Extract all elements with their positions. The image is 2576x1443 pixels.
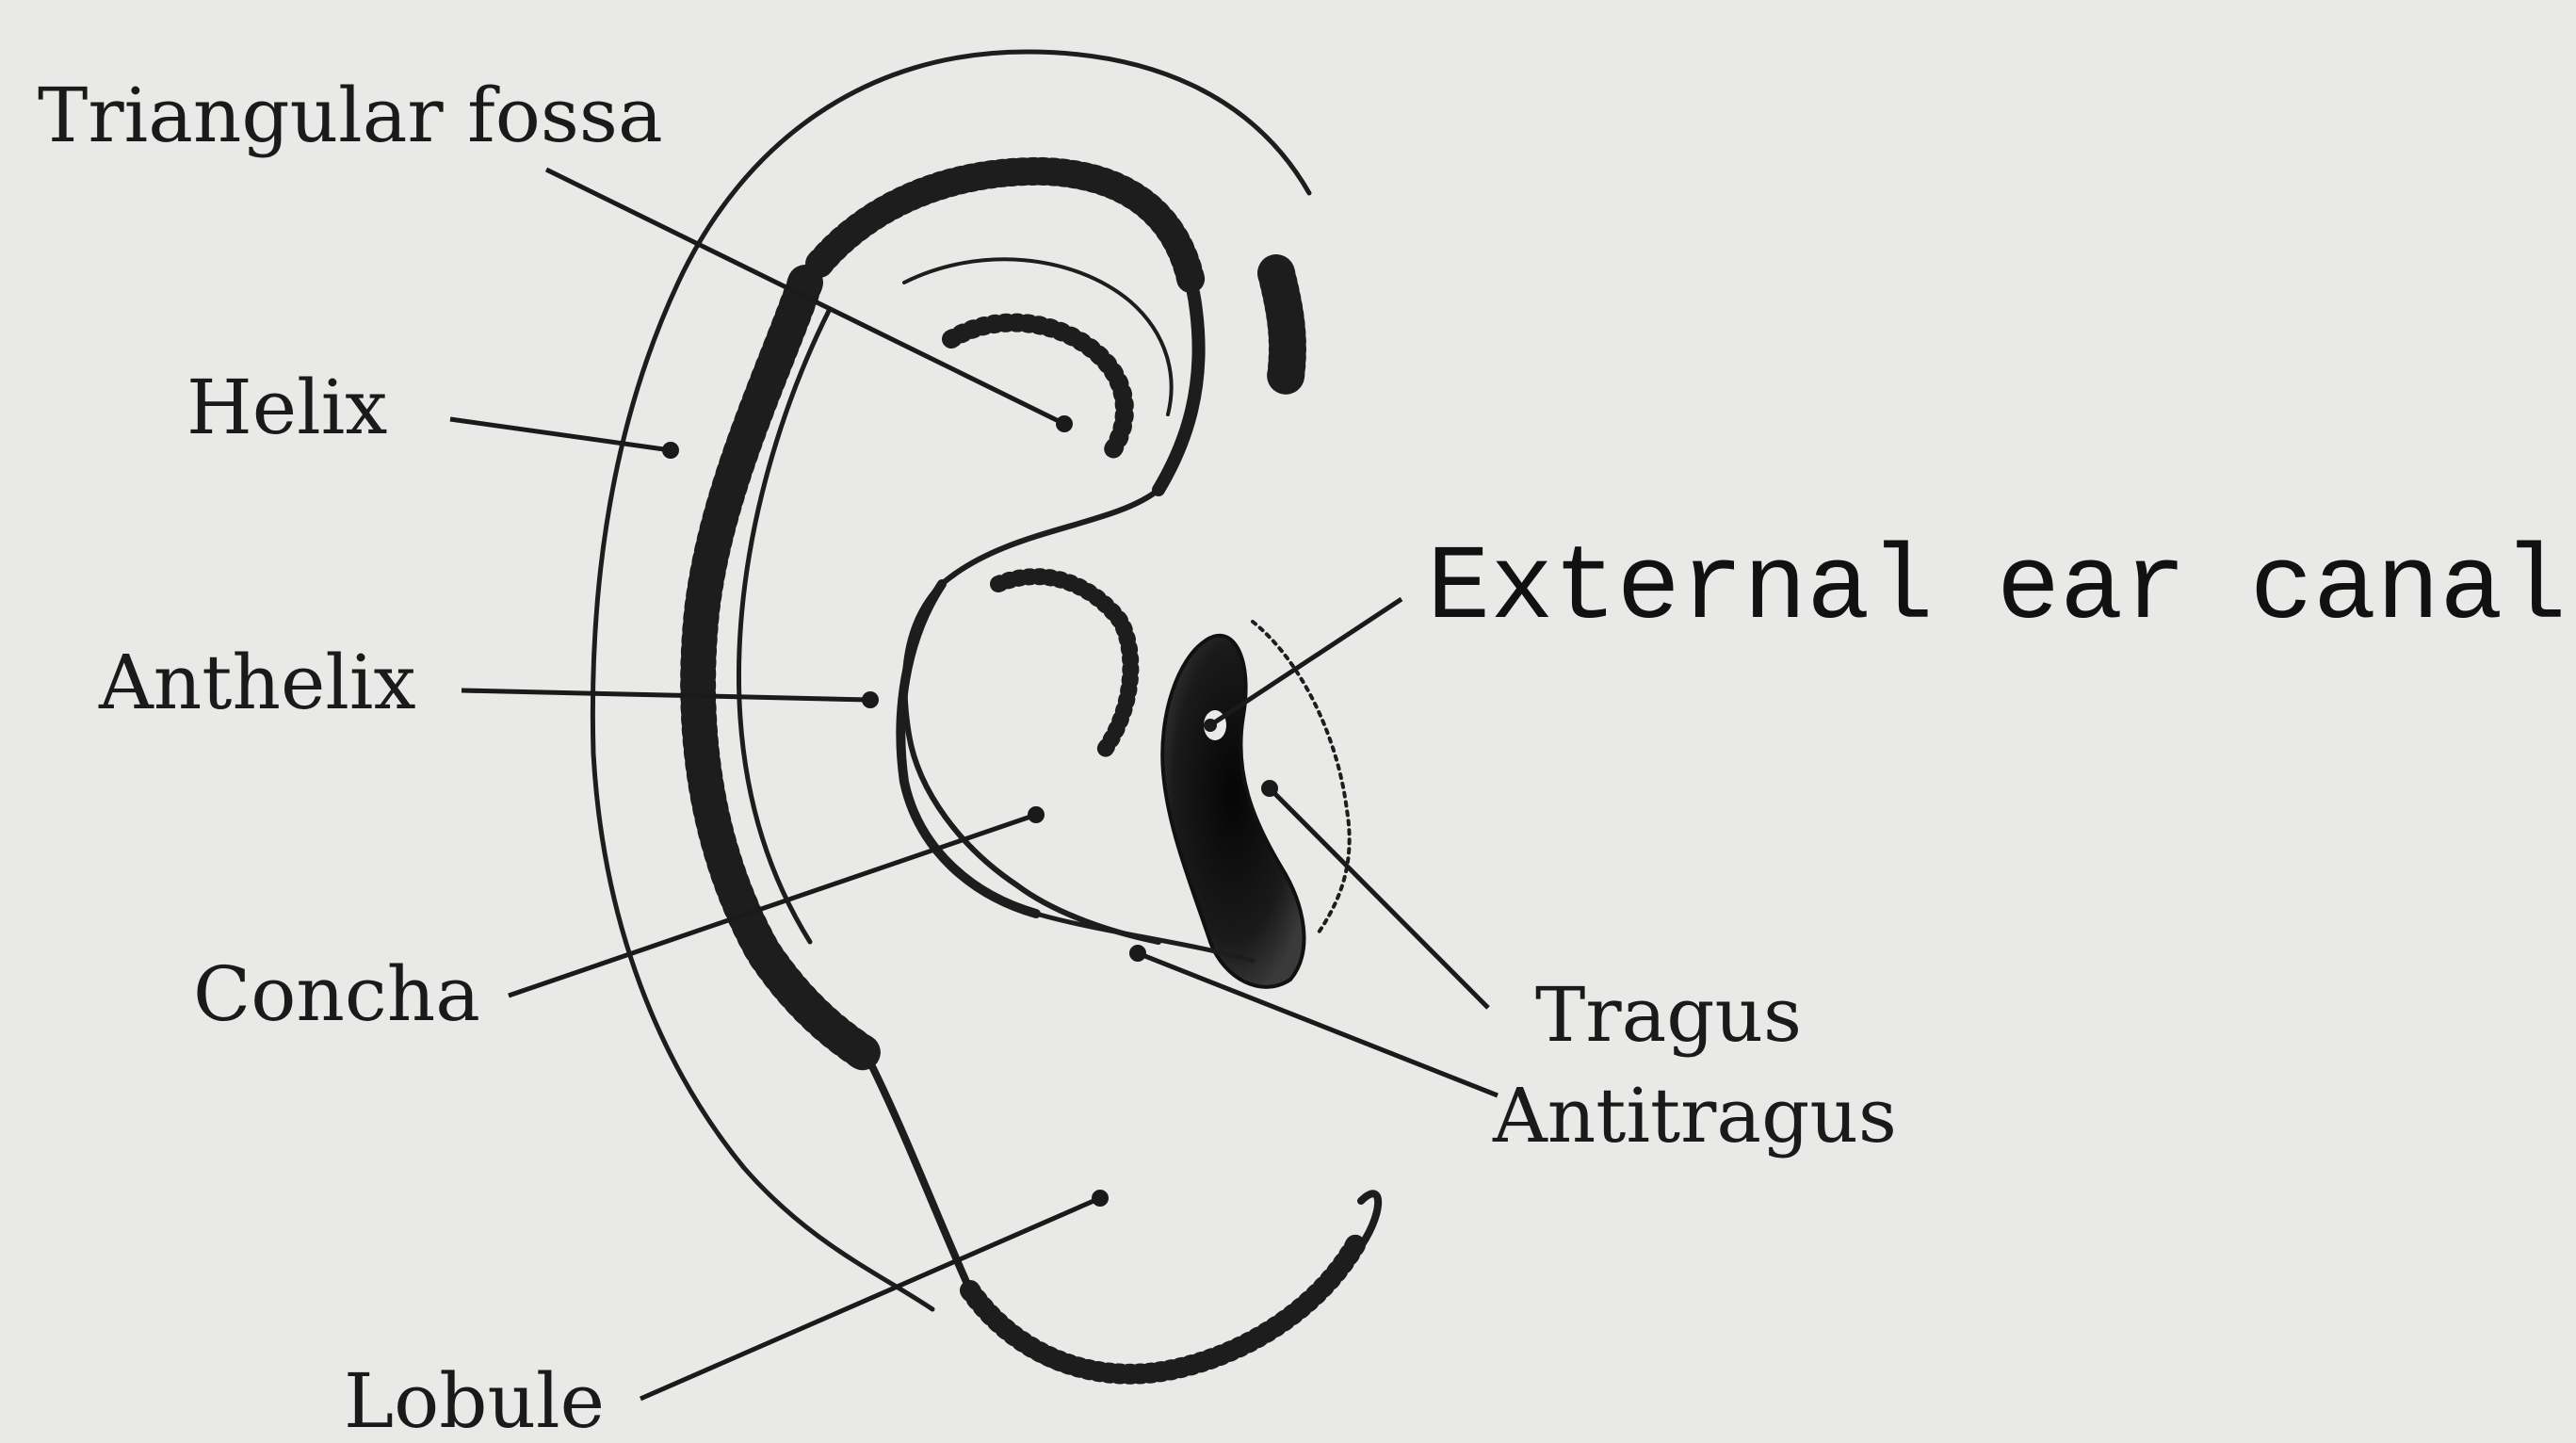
helix-dot: [662, 442, 679, 459]
anthelix-leader: [462, 690, 870, 700]
helix-top-hatching: [819, 171, 1191, 283]
tragus-dot: [1261, 780, 1278, 797]
anthelix-dot: [862, 691, 879, 708]
concha-edge: [900, 584, 1036, 914]
external-ear-canal-label: External ear canal: [1427, 529, 2567, 649]
lobule-outline: [867, 1055, 1378, 1377]
antitragus-dot: [1129, 945, 1146, 962]
triangular-fossa-shading: [951, 323, 1125, 452]
lobule-hatching: [970, 1243, 1356, 1374]
antitragus-label: Antitragus: [1492, 1072, 1897, 1159]
lobule-label: Lobule: [344, 1357, 605, 1443]
triangular-fossa-label: Triangular fossa: [38, 72, 663, 159]
tragus-label: Tragus: [1535, 971, 1802, 1059]
triangular-fossa-leader: [546, 170, 1064, 424]
helix-leader: [450, 419, 671, 450]
external-ear-canal-dot: [1204, 719, 1217, 732]
triangular-fossa-dot: [1056, 415, 1073, 432]
antitragus-leader: [1138, 953, 1498, 1095]
concha-dot: [1028, 806, 1045, 823]
concha-label: Concha: [193, 950, 480, 1038]
lobule-leader: [640, 1198, 1100, 1399]
helix-right-hatching: [1276, 273, 1288, 377]
helix-fold-hatching: [698, 283, 867, 1055]
helix-label: Helix: [186, 364, 387, 451]
concha-shading: [998, 576, 1130, 754]
ear-canal-opening: [1162, 636, 1304, 987]
lobule-dot: [1092, 1190, 1109, 1207]
tragus-leader: [1270, 788, 1488, 1008]
anthelix-label: Anthelix: [98, 639, 416, 726]
